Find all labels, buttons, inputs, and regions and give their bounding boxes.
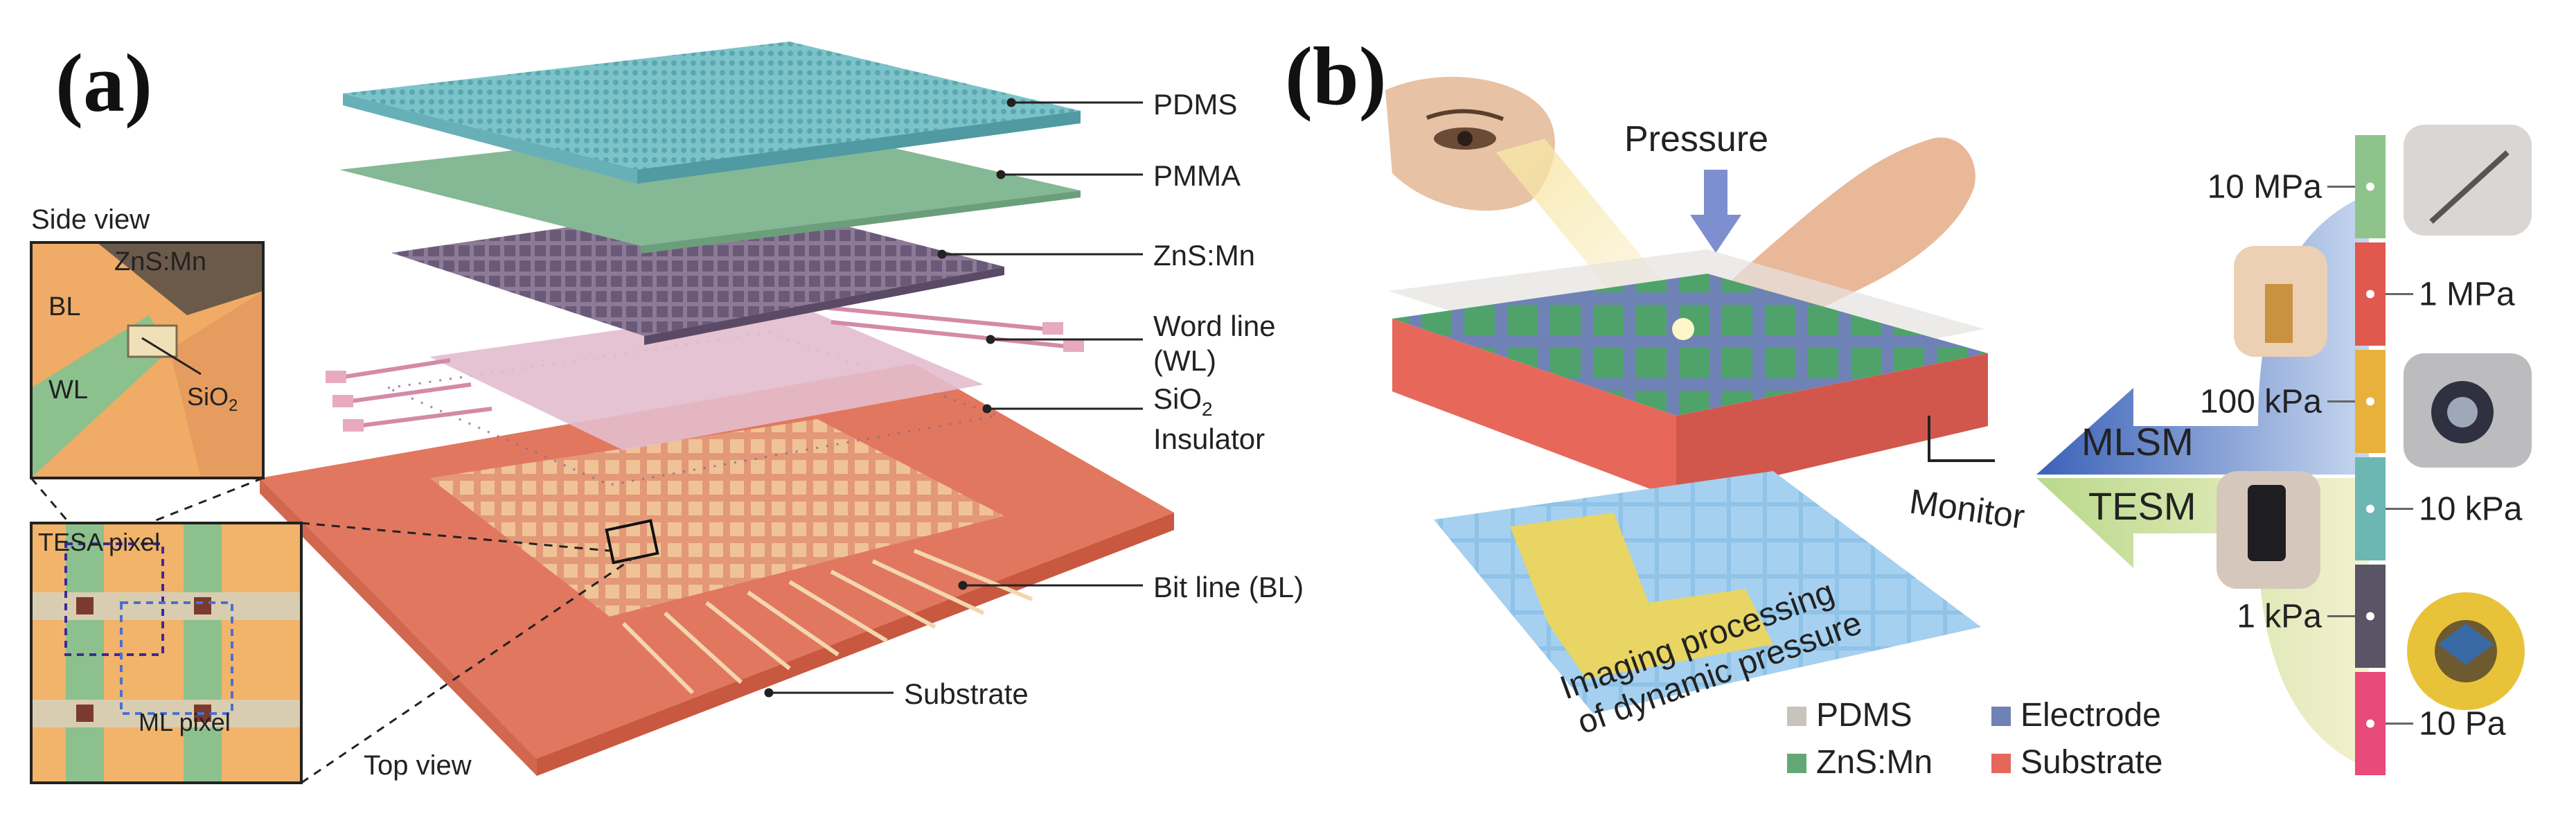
pdms-label: PDMS (1153, 88, 1237, 121)
scale-label: 1 MPa (2419, 276, 2515, 313)
scale-label: 100 kPa (2200, 384, 2322, 421)
pressure-arrow-icon (1690, 170, 1741, 253)
word-line-abbr-label: (WL) (1153, 344, 1216, 377)
side-view-inset: ZnS:Mn BL WL SiO2 (30, 241, 265, 479)
legend-swatch-3 (1991, 754, 2011, 773)
bit-line-label: Bit line (BL) (1153, 571, 1304, 603)
panel-b-label: (b) (1285, 30, 1387, 122)
ml-pixel-label: ML pixel (139, 708, 231, 736)
tesa-pixel-label: TESA pixel (38, 528, 160, 556)
top-view-title: Top view (364, 750, 472, 781)
pressure-label: Pressure (1624, 119, 1768, 159)
mlsm-arrow (2036, 194, 2369, 475)
side-view-bl-label: BL (48, 292, 80, 321)
panel-b: (b) Pressure Monitor (1285, 30, 2532, 781)
legend-label-3: Substrate (2020, 744, 2162, 781)
side-view-wl-label: WL (48, 375, 88, 405)
monitor-label: Monitor (1907, 481, 2027, 536)
photo-blood-pressure (2404, 353, 2532, 468)
zns-mn-layer (391, 201, 1004, 345)
panel-a-leaders (764, 98, 1143, 698)
photo-butterfly-flower (2407, 592, 2525, 710)
photo-perfume-spray (2234, 246, 2327, 357)
device-slab (1389, 249, 1988, 499)
photo-phone-touch (2217, 471, 2320, 589)
scale-dot (2366, 719, 2374, 728)
scale-dot (2366, 290, 2374, 299)
panel-a: (a) (30, 37, 1304, 784)
zns-mn-label: ZnS:Mn (1153, 239, 1255, 272)
substrate-layer (260, 364, 1174, 776)
sio2-label: SiO2 (1153, 382, 1213, 420)
scale-segments (2355, 135, 2386, 775)
legend-label-0: PDMS (1816, 697, 1912, 734)
legend: PDMS Electrode ZnS:Mn Substrate (1787, 697, 2162, 781)
top-view-inset: TESA pixel ML pixel (30, 522, 303, 784)
sio2-label-main: SiO (1153, 382, 1202, 415)
sio2-layer (384, 331, 1002, 486)
side-view-zns-label: ZnS:Mn (114, 247, 206, 276)
tesm-label: TESM (2088, 484, 2196, 528)
pmma-label: PMMA (1153, 159, 1241, 192)
side-view-sio2-main: SiO (187, 382, 229, 411)
scale-dot (2366, 182, 2374, 191)
eye-illustration (1385, 76, 1555, 211)
legend-swatch-0 (1787, 707, 1806, 726)
word-line-layer (326, 303, 1084, 450)
scale-label: 1 kPa (2237, 599, 2322, 635)
photo-writing-pen (2404, 125, 2532, 236)
side-view-sio2-sub: 2 (229, 396, 238, 415)
scale-label: 10 kPa (2419, 491, 2523, 528)
insulator-label: Insulator (1153, 423, 1265, 455)
legend-swatch-1 (1991, 707, 2011, 726)
legend-label-1: Electrode (2020, 697, 2161, 734)
legend-swatch-2 (1787, 754, 1806, 773)
scale-dot (2366, 397, 2374, 406)
mlsm-label: MLSM (2081, 420, 2194, 463)
substrate-label: Substrate (904, 678, 1029, 710)
pdms-layer (343, 42, 1081, 184)
scale-label: 10 Pa (2419, 706, 2506, 743)
top-view-marker (605, 519, 659, 565)
sio2-label-sub: 2 (1202, 398, 1213, 420)
monitor-leader (1928, 416, 1995, 462)
scale-dot (2366, 612, 2374, 621)
scale-dot (2366, 504, 2374, 513)
scale-labels: 10 MPa 1 MPa 100 kPa 10 kPa 1 kPa 10 Pa (2200, 169, 2523, 743)
legend-label-2: ZnS:Mn (1816, 744, 1933, 781)
word-line-label: Word line (1153, 310, 1276, 342)
inset-connectors (30, 477, 634, 784)
scale-label: 10 MPa (2208, 169, 2322, 206)
imaging-grid (1434, 471, 1981, 714)
side-view-sio2-label: SiO2 (187, 382, 238, 415)
side-view-title: Side view (31, 204, 150, 235)
panel-a-label: (a) (55, 37, 152, 129)
pressure-scale: 10 MPa 1 MPa 100 kPa 10 kPa 1 kPa 10 Pa (2200, 135, 2523, 775)
